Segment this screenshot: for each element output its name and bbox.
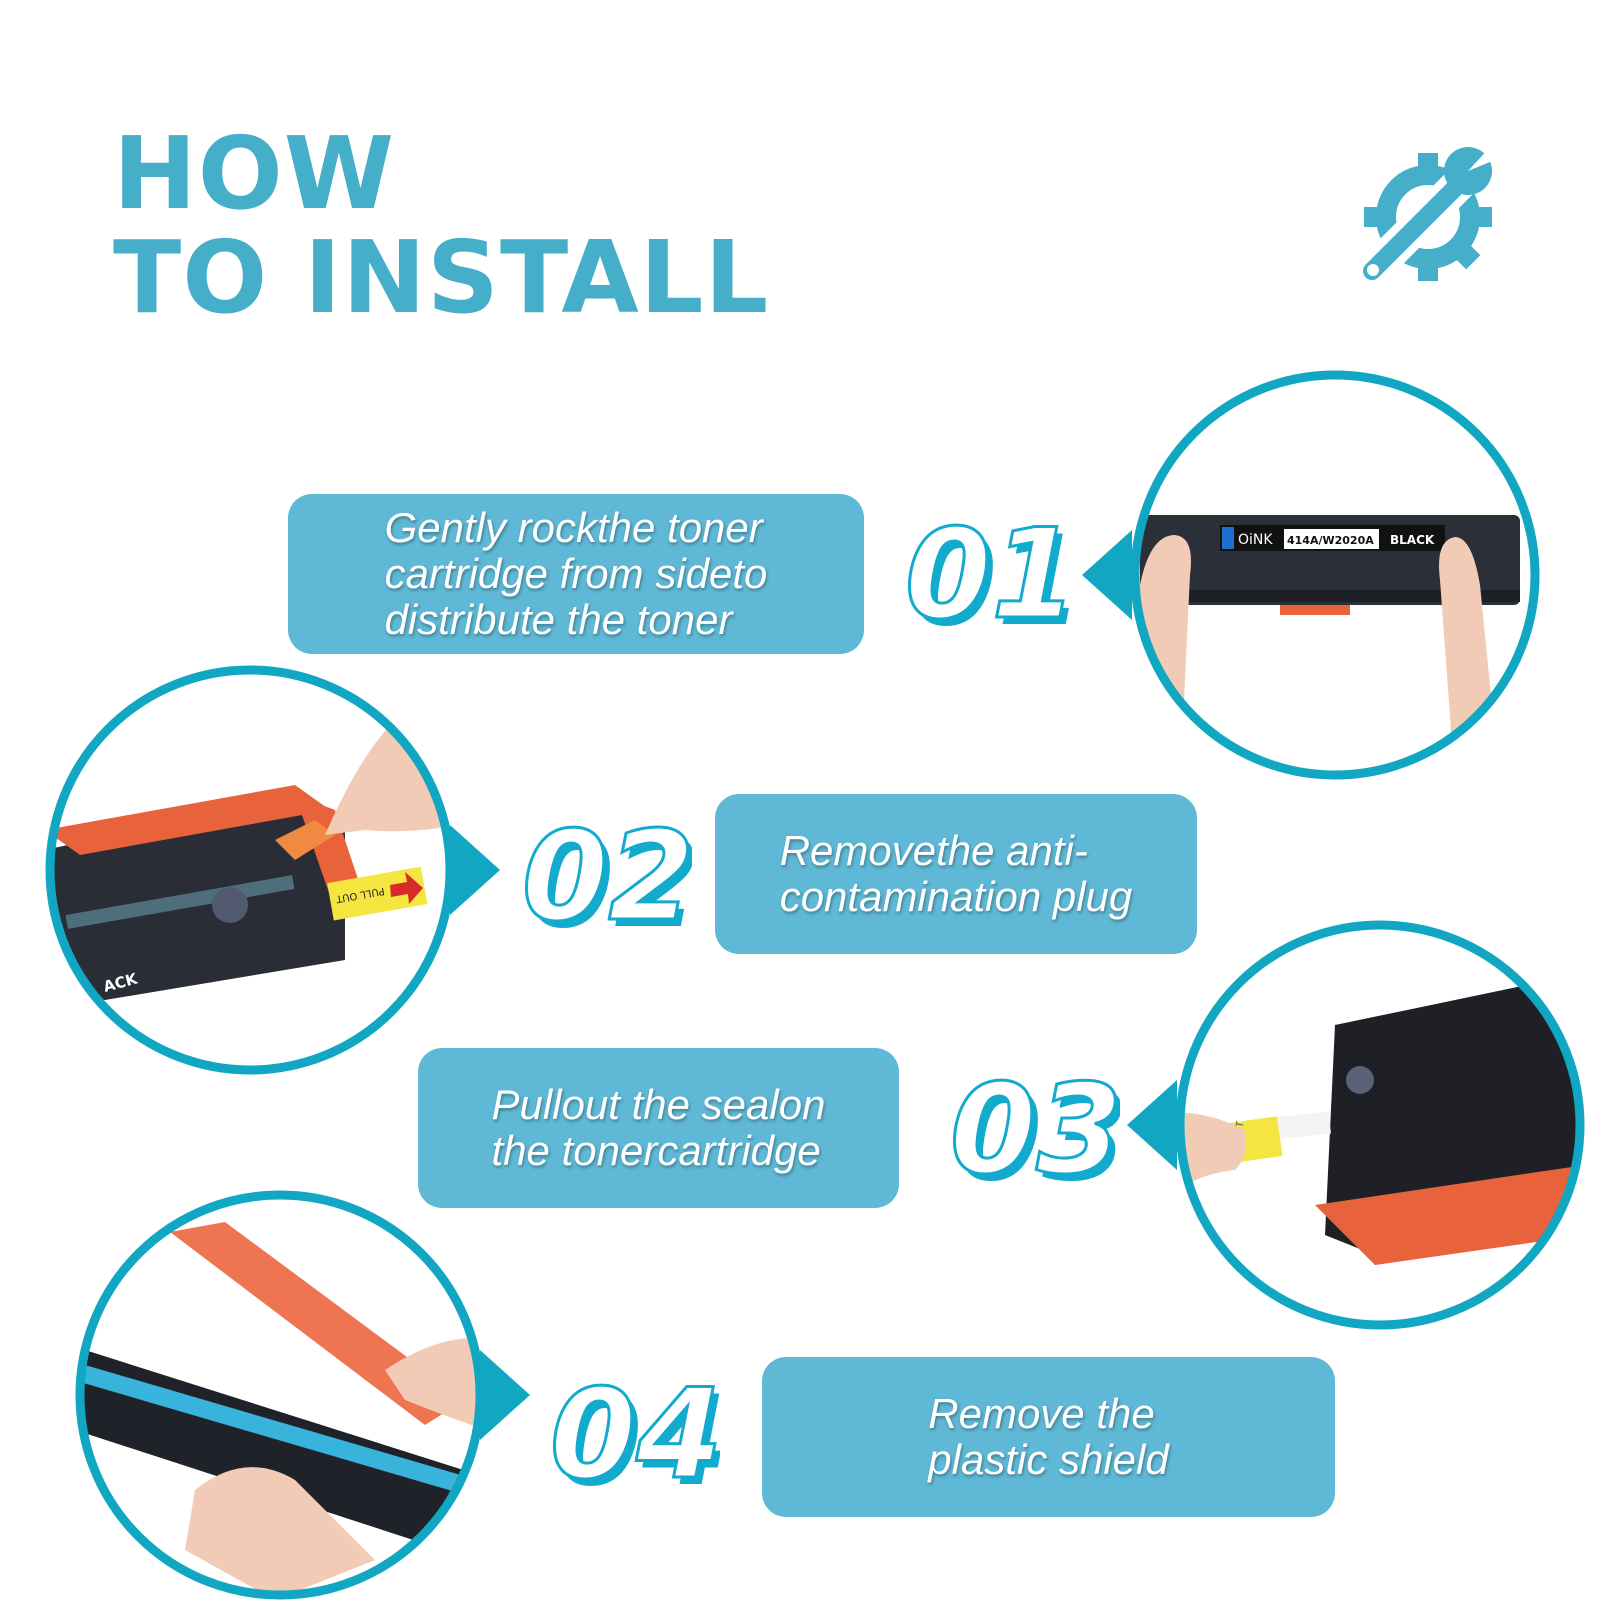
step-4-number: 04 04 (549, 1365, 721, 1505)
step-4-photo (75, 1190, 530, 1600)
step-1-line-2: cartridge from sideto (384, 550, 768, 597)
left-hand (185, 1467, 375, 1595)
step-2-number-shadow: 02 (528, 812, 692, 947)
title-line-2: TO INSTALL (113, 219, 770, 336)
step-2-number-text: 02 (522, 807, 692, 947)
step-1-line-1: Gently rockthe toner (384, 504, 763, 551)
step-3-text: Pullout the sealon the tonercartridge (492, 1082, 826, 1174)
step-4-number-shadow: 04 (556, 1370, 720, 1505)
step-1-number-text: 01 (905, 505, 1075, 645)
hand (1180, 1112, 1247, 1215)
step-2-text: Removethe anti- contamination plug (780, 828, 1133, 920)
page-title: HOW TO INSTALL (113, 122, 769, 330)
step-3-number: 03 03 (949, 1060, 1121, 1200)
step-1-text: Gently rockthe toner cartridge from side… (385, 505, 768, 643)
step-3-box: Pullout the sealon the tonercartridge (418, 1048, 899, 1208)
step-1-box: Gently rockthe toner cartridge from side… (288, 494, 864, 654)
step-1-number: 01 01 (904, 505, 1076, 645)
step-2-line-2: contamination plug (779, 873, 1133, 920)
step-3-photo: OUT (1127, 920, 1585, 1330)
step-4-number-text: 04 (550, 1365, 720, 1505)
step-1-number-shadow: 01 (911, 510, 1075, 645)
step-2-pointer (450, 825, 500, 915)
step-2-photo: ACK PULL OUT (45, 665, 500, 1075)
step-3-line-1: Pullout the sealon (491, 1081, 826, 1128)
step-1-photo: OiNK 414A/W2020A BLACK (1082, 370, 1540, 780)
step-4-box: Remove the plastic shield (762, 1357, 1335, 1517)
step-4-line-2: plastic shield (928, 1436, 1169, 1483)
cartridge-color: BLACK (1390, 533, 1435, 547)
step-3-number-shadow: 03 (956, 1065, 1120, 1200)
step-3-pointer (1127, 1080, 1177, 1170)
step-4-line-1: Remove the (928, 1390, 1155, 1437)
pull-out-tag (327, 866, 428, 921)
cartridge-brand: OiNK (1238, 532, 1273, 548)
cartridge-model: 414A/W2020A (1287, 534, 1374, 547)
step-2-line-1: Removethe anti- (779, 827, 1088, 874)
step-3-number-text: 03 (950, 1060, 1120, 1200)
gear-wrench-icon (1355, 145, 1502, 288)
drum (80, 1365, 480, 1502)
right-hand (385, 1338, 480, 1440)
anti-contamination-plug (275, 820, 335, 860)
step-3-line-2: the tonercartridge (491, 1127, 821, 1174)
step-4-text: Remove the plastic shield (928, 1391, 1168, 1483)
step-2-box: Removethe anti- contamination plug (715, 794, 1197, 954)
title-line-1: HOW (113, 115, 396, 232)
step-1-pointer (1082, 530, 1132, 620)
step-4-pointer (480, 1350, 530, 1440)
seal-strip (1264, 1111, 1331, 1141)
step-1-line-3: distribute the toner (384, 596, 733, 643)
step-2-number: 02 02 (521, 807, 693, 947)
